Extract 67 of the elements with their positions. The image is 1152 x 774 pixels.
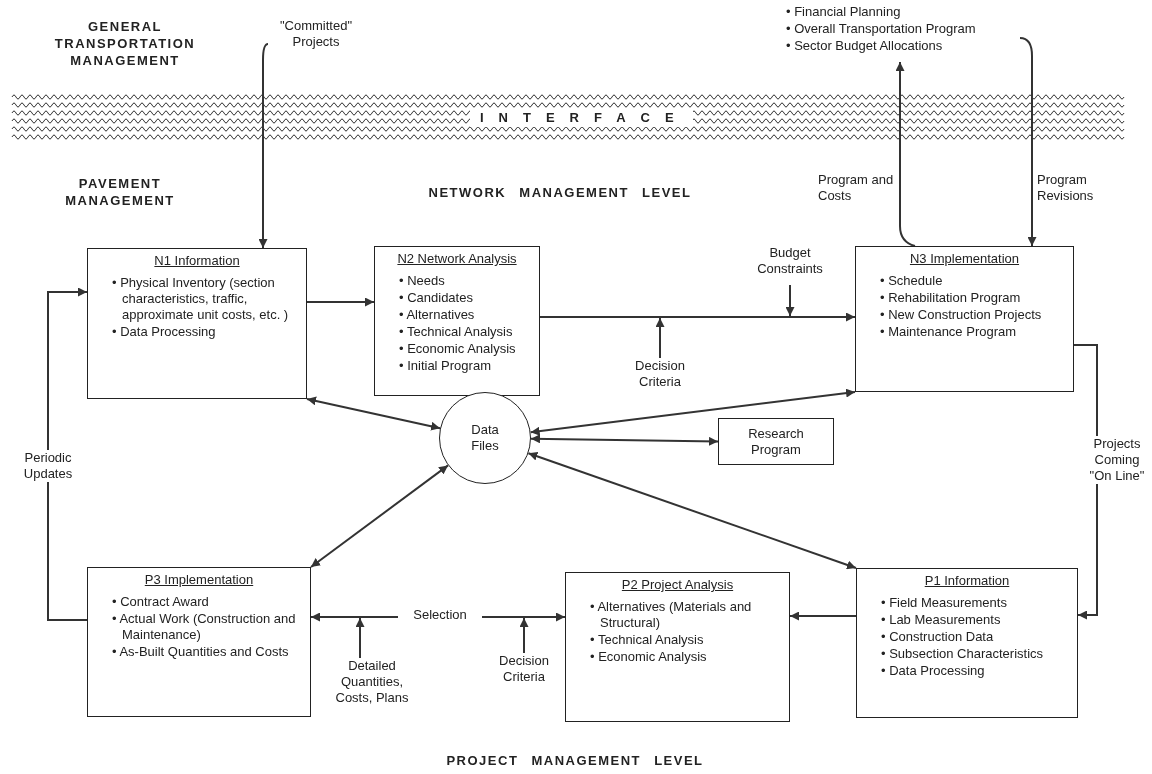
process-box — [565, 572, 790, 722]
bullet-item: • Technical Analysis — [399, 324, 514, 340]
circle-label: Data Files — [470, 422, 500, 454]
bullet-item: • Needs — [399, 273, 446, 289]
process-box — [855, 246, 1074, 392]
input-label: Decision Criteria — [624, 358, 696, 394]
input-label: Budget Constraints — [746, 245, 834, 281]
bullet-item: • Contract Award — [112, 594, 210, 610]
bullet-item: • Alternatives (Materials and Structural) — [590, 599, 753, 631]
bullet-item: • Rehabilitation Program — [880, 290, 1022, 306]
arrow — [519, 617, 529, 654]
input-label: Detailed Quantities, Costs, Plans — [322, 658, 422, 714]
level-heading: PROJECT MANAGEMENT LEVEL — [445, 752, 705, 769]
arrow — [306, 297, 375, 307]
arrow — [47, 287, 88, 621]
arrow — [529, 388, 856, 436]
process-box — [87, 248, 307, 399]
bullet-item: • Lab Measurements — [881, 612, 1002, 628]
band-label: INTERFACE — [470, 108, 693, 127]
box-heading: N2 Network Analysis — [396, 251, 518, 267]
arrow — [785, 284, 795, 317]
bullet-item: • Schedule — [880, 273, 944, 289]
box-heading: P3 Implementation — [143, 572, 255, 588]
process-box — [87, 567, 311, 717]
bullet-item: • Overall Transportation Program — [786, 21, 977, 37]
process-box — [374, 246, 540, 396]
bullet-item: • As-Built Quantities and Costs — [112, 644, 290, 660]
bullet-item: • Physical Inventory (section characteristics, traffic, approximate unit costs, etc. ) — [112, 275, 290, 323]
arrow — [895, 61, 916, 247]
box-heading: N1 Information — [153, 253, 241, 269]
bullet-item: • Subsection Characteristics — [881, 646, 1045, 662]
arrow — [530, 434, 719, 446]
input-label: "Committed" Projects — [268, 18, 364, 52]
bullet-item: • Candidates — [399, 290, 474, 306]
process-box — [856, 568, 1078, 718]
arrow — [310, 464, 450, 568]
arrow — [1019, 37, 1037, 247]
bullet-item: • Construction Data — [881, 629, 995, 645]
bullet-item: • Technical Analysis — [590, 632, 705, 648]
section-heading: GENERAL TRANSPORTATION MANAGEMENT — [53, 18, 197, 69]
arrow — [306, 396, 442, 431]
box-heading: P2 Project Analysis — [620, 577, 735, 593]
box-heading: P1 Information — [923, 573, 1011, 589]
bullet-item: • Economic Analysis — [590, 649, 708, 665]
input-label: Decision Criteria — [488, 653, 560, 689]
bullet-item: • Field Measurements — [881, 595, 1008, 611]
bullet-item: • Economic Analysis — [399, 341, 517, 357]
bullet-item: • Actual Work (Construction and Maintenance) — [112, 611, 297, 643]
bullet-item: • Sector Budget Allocations — [786, 38, 944, 54]
level-heading: NETWORK MANAGEMENT LEVEL — [427, 184, 693, 201]
bullet-item: • Data Processing — [881, 663, 986, 679]
section-heading: PAVEMENT MANAGEMENT — [64, 175, 176, 209]
bullet-item: • Data Processing — [112, 324, 217, 340]
box-text: Research Program — [747, 425, 805, 458]
arrow — [655, 317, 665, 359]
process-box — [718, 418, 834, 465]
bullet-item: • Initial Program — [399, 358, 492, 374]
arrow — [789, 611, 857, 621]
bullet-item: • Alternatives — [399, 307, 476, 323]
arrow — [258, 43, 269, 249]
arrow — [527, 451, 857, 570]
arrow — [539, 312, 856, 322]
bullet-item: • New Construction Projects — [880, 307, 1043, 323]
bullet-item: • Financial Planning — [786, 4, 902, 20]
box-heading: N3 Implementation — [908, 251, 1021, 267]
arrow — [355, 617, 365, 659]
bullet-item: • Maintenance Program — [880, 324, 1018, 340]
